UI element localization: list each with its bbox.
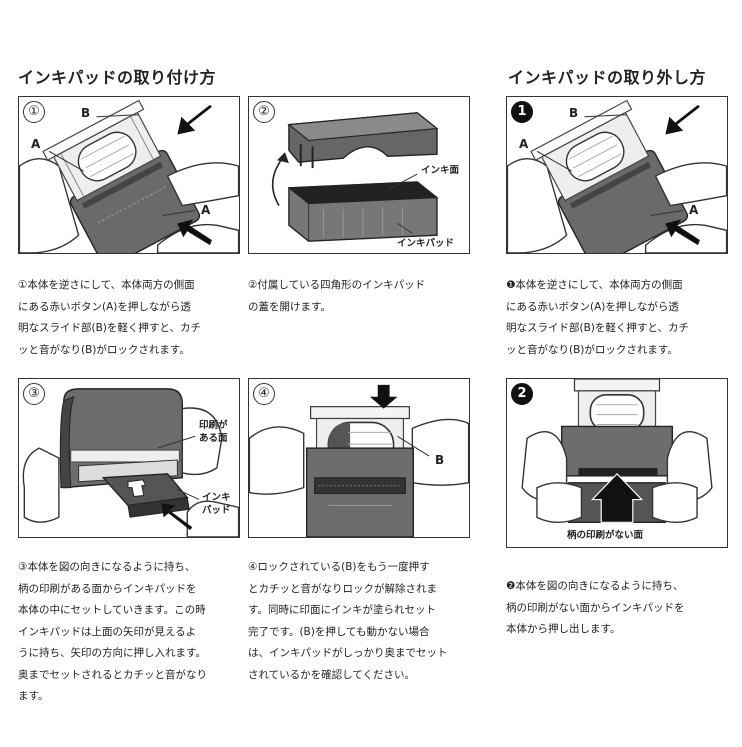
- attach-step3-caption: ③本体を図の向きになるように持ち、 柄の印刷がある面からインキパッドを 本体の中…: [18, 561, 207, 702]
- remove-step1-illustration: 1 B A A: [506, 96, 728, 254]
- remove-step2-caption: ❷本体を図の向きになるように持ち、 柄の印刷がない面からインキパッドを 本体から…: [506, 580, 685, 635]
- label-ink-surface: インキ面: [421, 165, 460, 176]
- step-number: ③: [23, 383, 45, 405]
- remove-step2-illustration: 2 柄の印刷がない面: [506, 378, 728, 548]
- remove-heading: インキパッドの取り外し方: [508, 68, 707, 87]
- remove-step1-caption: ❶本体を逆さにして、本体両方の側面 にある赤いボタン(A)を押しながら透 明なス…: [506, 279, 689, 356]
- label-a: A: [689, 203, 699, 217]
- stamp-pressing-illustration: [507, 99, 727, 253]
- push-out-ink-pad-illustration: [521, 379, 713, 523]
- step-number: 1: [511, 101, 533, 123]
- attach-step2-caption: ②付属している四角形のインキパッド の蓋を開けます。: [248, 279, 426, 313]
- ink-pad-open-illustration: [271, 112, 439, 242]
- stamp-pressing-illustration: [19, 99, 239, 253]
- attach-step2-illustration: ② インキ面 インキパッド: [248, 96, 470, 254]
- step-number: ①: [23, 101, 45, 123]
- attach-step1-illustration: ① B A A: [18, 96, 240, 254]
- attach-step1-caption: ①本体を逆さにして、本体両方の側面 にある赤いボタン(A)を押しながら透 明なス…: [18, 279, 201, 356]
- step-number: 2: [511, 383, 533, 405]
- step-number: ④: [253, 383, 275, 405]
- attach-step4-illustration: ④ B: [248, 378, 470, 538]
- label-b: B: [81, 106, 91, 120]
- label-printed-face: 印刷が ある面: [199, 420, 228, 444]
- label-a: A: [31, 137, 41, 151]
- attach-heading: インキパッドの取り付け方: [18, 68, 217, 87]
- label-ink-pad: インキパッド: [397, 238, 455, 249]
- attach-step4-caption: ④ロックされている(B)をもう一度押す とカチッと音がなりロックが解除されま す…: [248, 561, 448, 681]
- release-lock-illustration: [249, 384, 469, 537]
- label-b: B: [435, 453, 445, 467]
- attach-step3-illustration: ③ 印刷が ある面 インキ パッド: [18, 378, 240, 538]
- label-unprinted-face: 柄の印刷がない面: [565, 529, 646, 542]
- label-ink-pad: インキ パッド: [202, 492, 231, 516]
- insert-ink-pad-illustration: [22, 388, 239, 537]
- label-a: A: [519, 137, 529, 151]
- label-a: A: [201, 203, 211, 217]
- label-b: B: [569, 106, 579, 120]
- step-number: ②: [253, 101, 275, 123]
